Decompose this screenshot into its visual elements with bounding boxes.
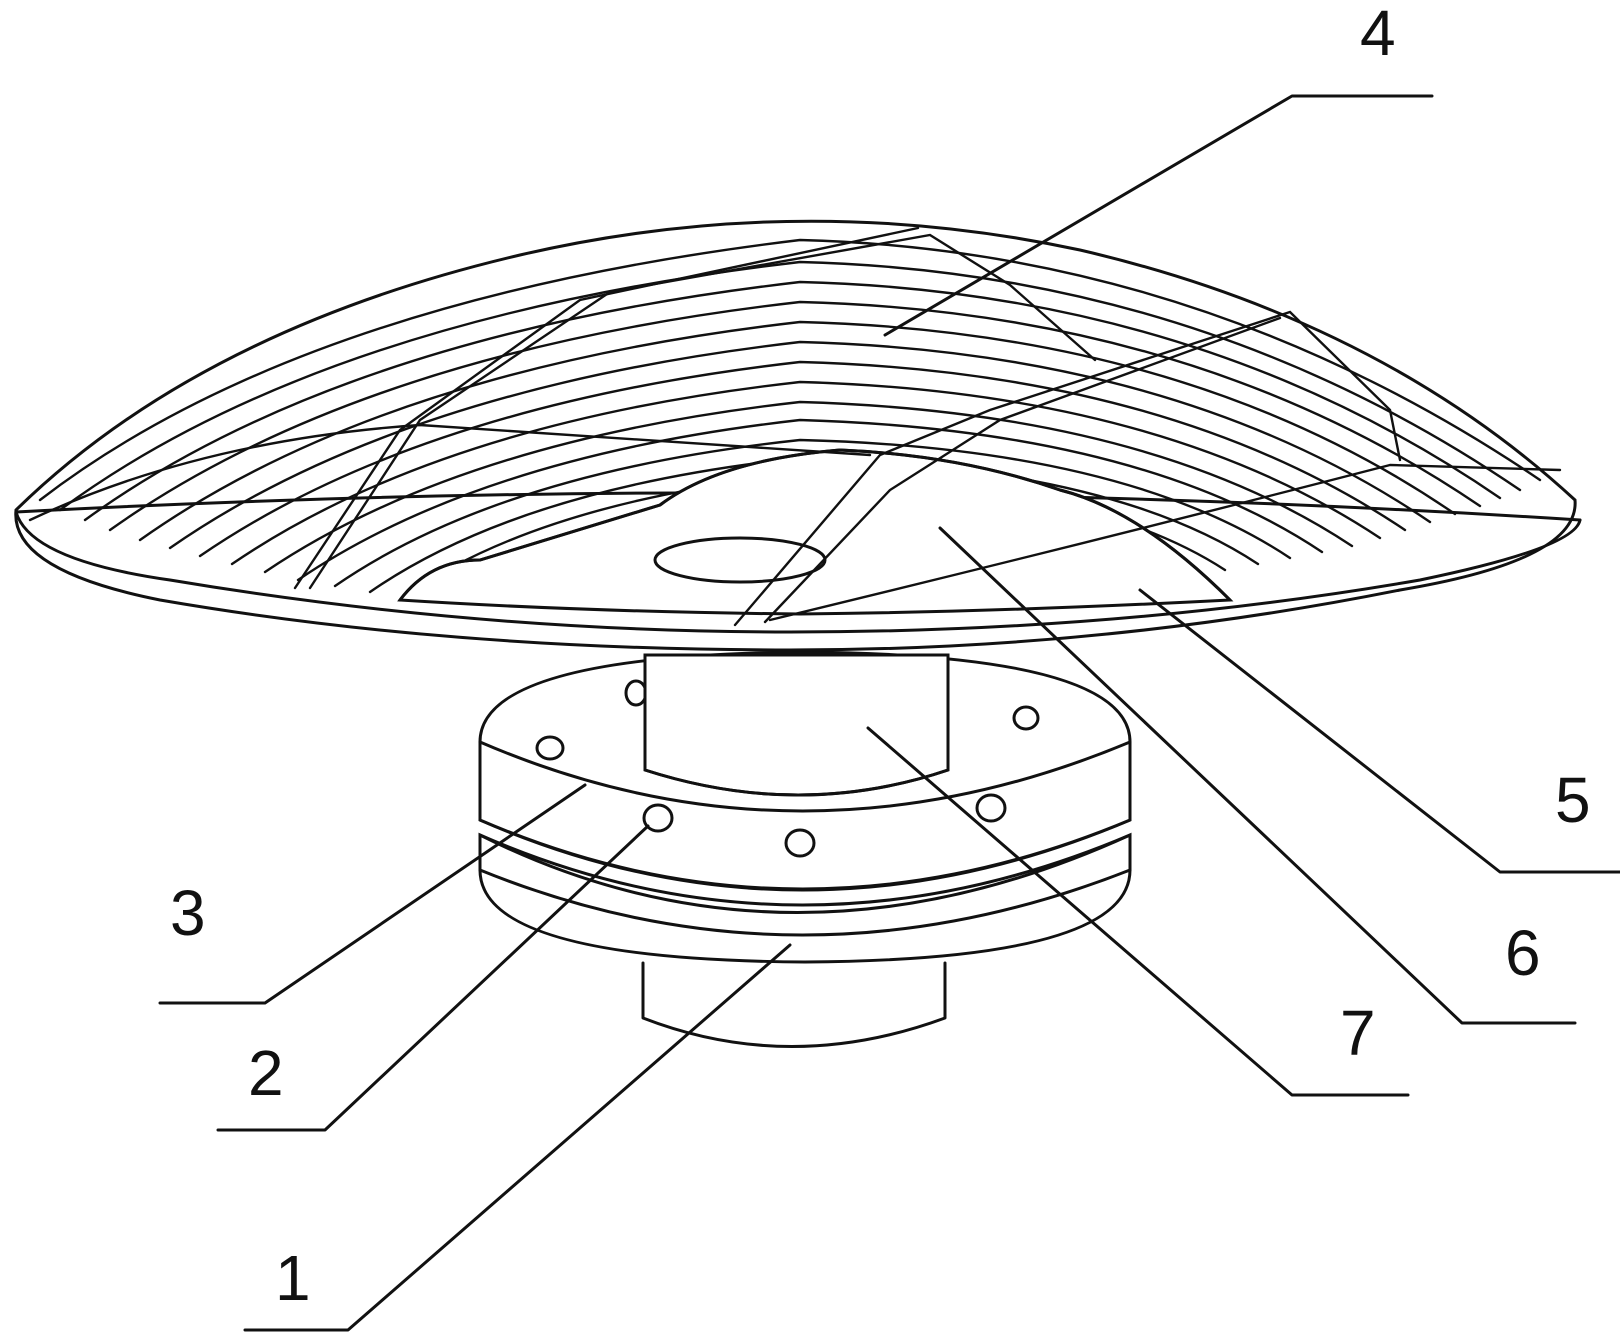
callout-5: 5 [1555,764,1591,836]
base-assembly [478,650,1132,1048]
lower-flange [478,832,1132,964]
bottom-shaft [641,961,947,1048]
dish-rim [14,510,1582,634]
callout-7: 7 [1340,997,1376,1069]
bolt-holes [535,679,1040,858]
central-shaft [643,653,950,797]
callout-4: 4 [1360,0,1396,69]
callout-3: 3 [170,877,206,949]
callout-6: 6 [1505,917,1541,989]
upper-flange-top-edge [478,740,1132,813]
support-ribs [28,226,1562,627]
dish-assembly [14,219,1582,652]
callout-1: 1 [275,1242,311,1314]
leader-lines [158,94,1620,1332]
callout-2: 2 [248,1037,284,1109]
callout-labels: 4 5 6 7 3 2 1 [170,0,1591,1314]
